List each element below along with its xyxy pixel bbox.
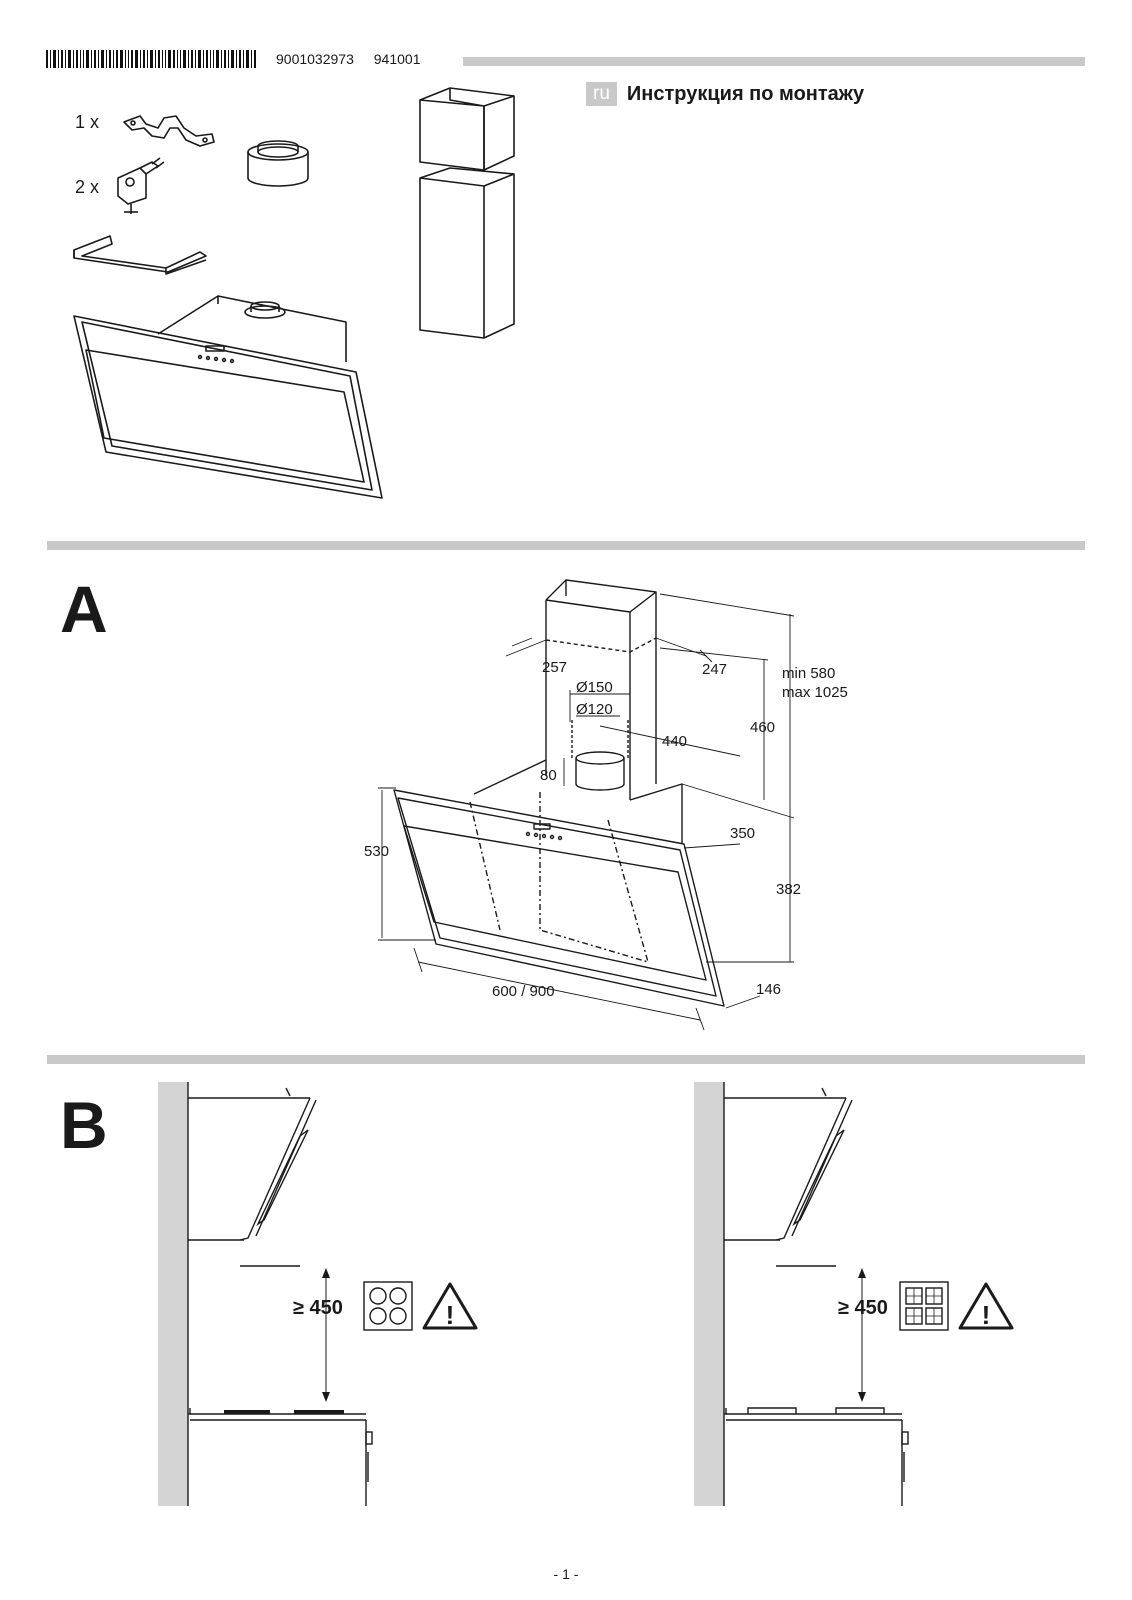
code-number: 941001 <box>373 51 421 67</box>
page-number: - 1 - <box>553 1566 579 1582</box>
scene-gas: ! ≥ 450 <box>694 1082 1014 1506</box>
distance-label-right: ≥ 450 <box>838 1297 888 1319</box>
language-heading: ru Инструкция по монтажу <box>586 82 864 106</box>
warning-icon: ! <box>422 1282 478 1330</box>
dim-146: 146 <box>756 981 781 998</box>
svg-text:!: ! <box>982 1300 991 1330</box>
distance-label-left: ≥ 450 <box>293 1297 343 1319</box>
dim-460: 460 <box>750 719 775 736</box>
gas-hob-icon <box>899 1281 949 1331</box>
dim-600-900: 600 / 900 <box>492 983 555 1000</box>
chimney-upper-icon <box>419 87 515 171</box>
dim-max-1025: max 1025 <box>782 684 848 701</box>
section-letter-b: B <box>60 1088 108 1162</box>
dim-382: 382 <box>776 881 801 898</box>
dim-80: 80 <box>540 767 557 784</box>
dimension-drawing: 257 247 Ø150 Ø120 440 80 460 min 580 max… <box>364 579 848 1031</box>
section-letter-a: A <box>60 572 108 646</box>
dim-530: 530 <box>364 843 389 860</box>
dim-d150: Ø150 <box>576 679 613 696</box>
warning-icon: ! <box>958 1282 1014 1330</box>
electric-hob-icon <box>363 1281 413 1331</box>
installation-diagrams: ! ≥ 450 <box>158 1082 1014 1506</box>
article-codes: 9001032973 941001 <box>276 51 436 67</box>
parts-illustration <box>73 87 515 499</box>
section-rule-b <box>47 1055 1085 1064</box>
article-number: 9001032973 <box>276 51 354 67</box>
bracket-qty: 1 x <box>75 112 100 132</box>
wall-hook-icon <box>117 157 165 214</box>
dim-257: 257 <box>542 659 567 676</box>
dim-min-580: min 580 <box>782 665 835 682</box>
section-rule-a <box>47 541 1085 550</box>
dim-440: 440 <box>662 733 687 750</box>
dim-d120: Ø120 <box>576 701 613 718</box>
wall-hook-qty: 2 x <box>75 177 100 197</box>
dim-350: 350 <box>730 825 755 842</box>
dim-247: 247 <box>702 661 727 678</box>
mounting-rail-icon <box>73 235 207 275</box>
dimension-labels: 257 247 Ø150 Ø120 440 80 460 min 580 max… <box>364 659 848 1000</box>
language-badge: ru <box>586 82 617 106</box>
svg-text:!: ! <box>446 1300 455 1330</box>
bracket-icon <box>123 115 215 147</box>
scene-electric: ! ≥ 450 <box>158 1082 478 1506</box>
barcode <box>46 50 256 68</box>
chimney-lower-icon <box>419 167 515 339</box>
duct-adapter-icon <box>247 140 309 187</box>
header-rule <box>463 57 1085 66</box>
hood-icon <box>73 295 383 499</box>
page-title: Инструкция по монтажу <box>626 82 865 105</box>
